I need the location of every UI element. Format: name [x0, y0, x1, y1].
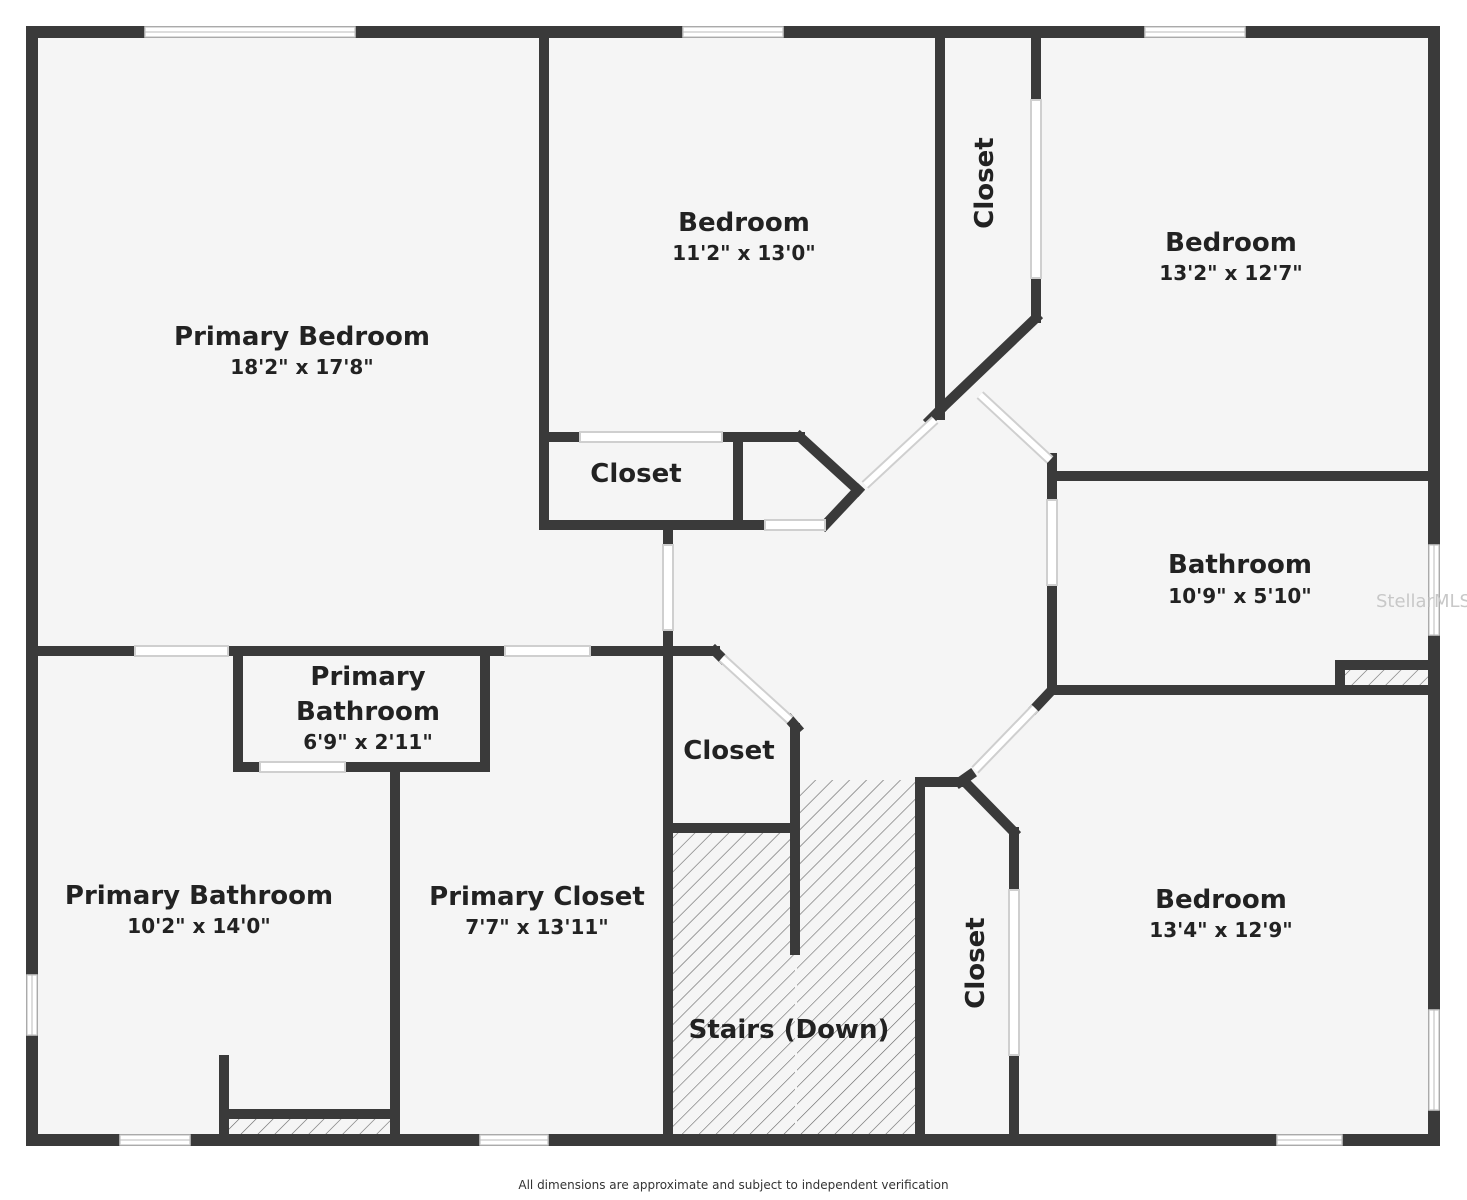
room-dims-bedroom-top-right: 13'2" x 12'7" — [1159, 261, 1302, 285]
room-name-bedroom-top: Bedroom — [678, 208, 810, 238]
room-name-primary-bedroom: Primary Bedroom — [174, 322, 430, 352]
room-name-bedroom-bottom-right: Bedroom — [1155, 885, 1287, 915]
window-mullions — [31, 31, 1435, 1141]
room-name-primary-closet: Primary Closet — [429, 882, 645, 912]
room-dims-primary-bathroom: 10'2" x 14'0" — [127, 914, 270, 938]
room-name-stairs: Stairs (Down) — [689, 1015, 890, 1045]
watermark: StellarMLS — [1376, 591, 1467, 612]
room-name-primary-bathroom: Primary Bathroom — [65, 881, 333, 911]
interior-walls — [31, 31, 1439, 1141]
room-name-primary-bath-small-line1: Primary — [310, 662, 425, 692]
room-dims-bedroom-top: 11'2" x 13'0" — [672, 241, 815, 265]
room-dims-primary-bath-small: 6'9" x 2'11" — [303, 730, 433, 754]
room-dims-primary-closet: 7'7" x 13'11" — [465, 915, 608, 939]
room-name-primary-bath-small-line2: Bathroom — [296, 697, 440, 727]
stairs-area — [670, 830, 795, 1140]
hatch-bathroom — [1340, 670, 1432, 686]
room-dims-primary-bedroom: 18'2" x 17'8" — [230, 355, 373, 379]
hatch-primary-bath — [224, 1118, 392, 1136]
room-name-bedroom-top-right: Bedroom — [1165, 228, 1297, 258]
room-name-closet-bottom-vertical: Closet — [961, 917, 991, 1008]
room-name-closet-top-vertical: Closet — [970, 137, 1000, 228]
stairs-area-upper — [797, 780, 917, 1140]
room-name-bathroom: Bathroom — [1168, 550, 1312, 580]
room-name-closet-mid: Closet — [590, 459, 681, 489]
room-name-closet-center: Closet — [683, 736, 774, 766]
openings — [134, 99, 1058, 1056]
room-dims-bedroom-bottom-right: 13'4" x 12'9" — [1149, 918, 1292, 942]
disclaimer-footer: All dimensions are approximate and subje… — [518, 1178, 949, 1192]
room-dims-bathroom: 10'9" x 5'10" — [1168, 584, 1311, 608]
diagonal-openings-inner — [719, 392, 1053, 773]
